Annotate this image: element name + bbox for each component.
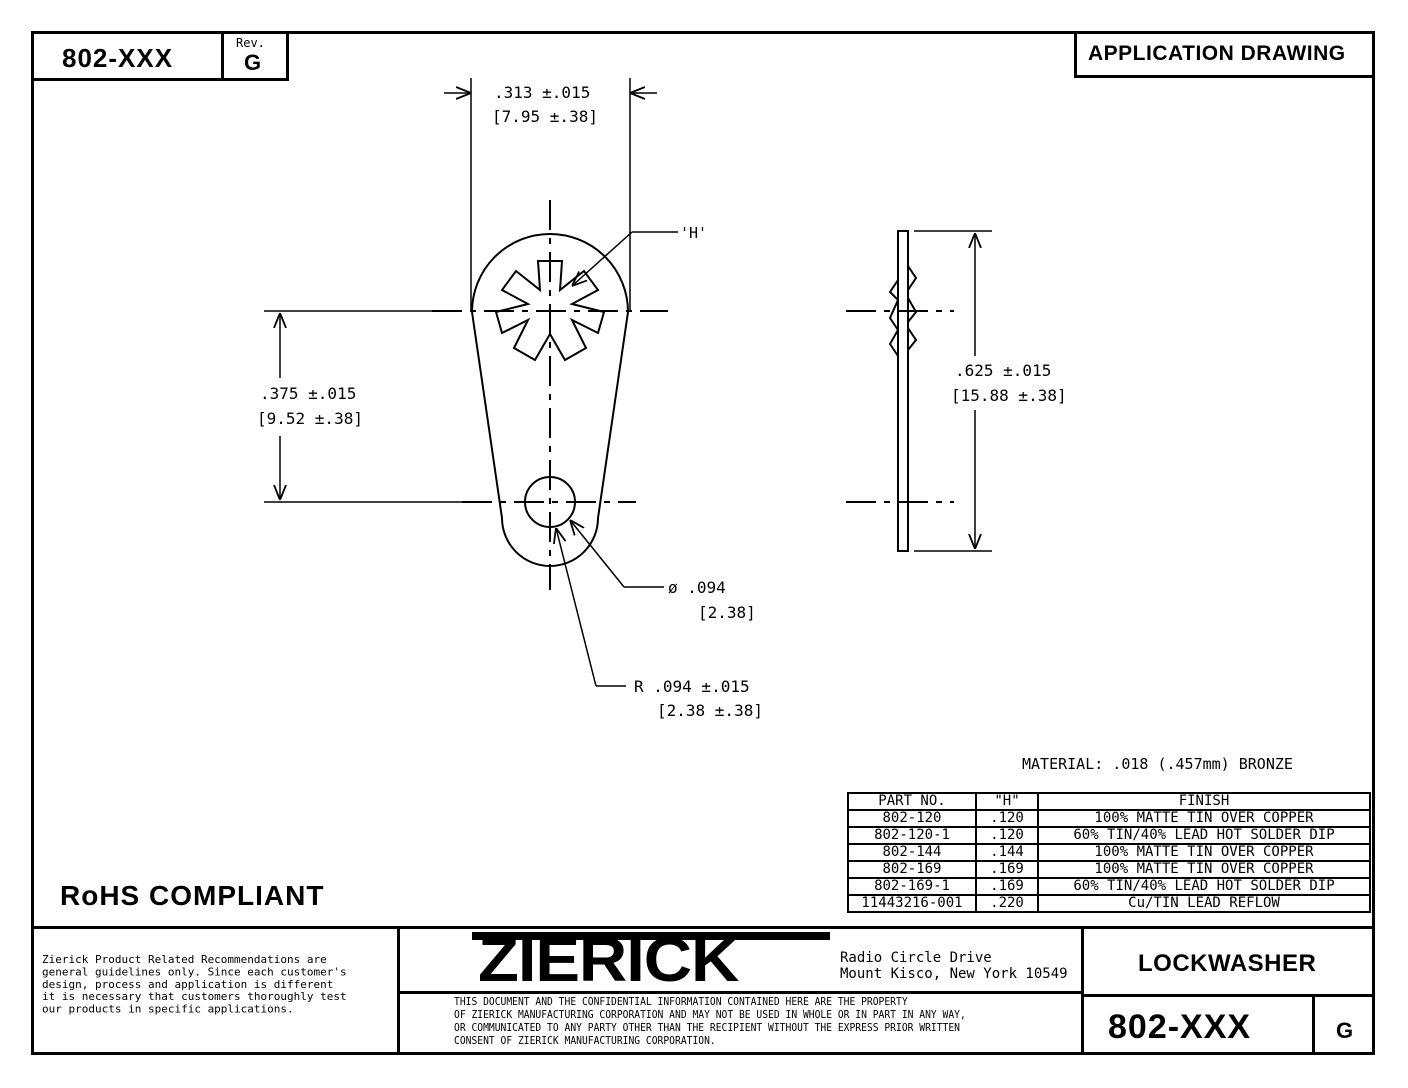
disclaimer-text: THIS DOCUMENT AND THE CONFIDENTIAL INFOR… (454, 996, 966, 1048)
disclaimer-top-line (397, 991, 1083, 994)
height-dim-in: .625 ±.015 (955, 361, 1052, 380)
company-logo: ZIERICK (478, 926, 739, 995)
rev-value-header: G (244, 50, 262, 75)
width-dim-mm: [7.95 ±.38] (492, 107, 598, 126)
cell-part-no: 802-169 (847, 860, 977, 879)
cell-finish: Cu/TIN LEAD REFLOW (1037, 894, 1371, 913)
disclaimer-line: THIS DOCUMENT AND THE CONFIDENTIAL INFOR… (454, 996, 908, 1008)
part-number-header: 802-XXX (62, 43, 174, 73)
drawing-type-box (1074, 31, 1375, 78)
drawing-frame (31, 31, 1375, 1055)
radius-dim-mm: [2.38 ±.38] (657, 701, 763, 720)
title-block-mid-line (1081, 994, 1375, 997)
rev-value-footer: G (1336, 1018, 1354, 1043)
cell-h: .169 (975, 860, 1039, 879)
rohs-label: RoHS COMPLIANT (60, 880, 325, 911)
recommendation-text: Zierick Product Related Recommendations … (42, 954, 394, 1016)
center-dim-mm: [9.52 ±.38] (257, 409, 363, 428)
table-header-row: PART NO. "H" FINISH (847, 792, 1371, 811)
material-note: MATERIAL: .018 (.457mm) BRONZE (1022, 755, 1293, 773)
disclaimer-line: OR COMMUNICATED TO ANY PARTY OTHER THAN … (454, 1022, 960, 1034)
washer-outline (470, 233, 630, 567)
recommendation-line: it is necessary that customers thoroughl… (42, 990, 347, 1004)
cell-h: .169 (975, 877, 1039, 896)
header-h: "H" (975, 792, 1039, 811)
table-row: 11443216-001 .220 Cu/TIN LEAD REFLOW (847, 894, 1371, 913)
title-block-divider (1081, 926, 1084, 1055)
cell-part-no: 802-169-1 (847, 877, 977, 896)
rev-box (221, 31, 289, 81)
cell-h: .120 (975, 826, 1039, 845)
cell-part-no: 802-120 (847, 809, 977, 828)
table-row: 802-144 .144 100% MATTE TIN OVER COPPER (847, 843, 1371, 862)
table-row: 802-120-1 .120 60% TIN/40% LEAD HOT SOLD… (847, 826, 1371, 845)
hole-dim-mm: [2.38] (698, 603, 756, 622)
tooth-hole (494, 260, 606, 362)
cell-part-no: 802-120-1 (847, 826, 977, 845)
center-dim-in: .375 ±.015 (260, 384, 357, 403)
drawing-type-label: APPLICATION DRAWING (1088, 42, 1346, 65)
disclaimer-line: CONSENT OF ZIERICK MANUFACTURING CORPORA… (454, 1035, 716, 1047)
hole-dim-in: ø .094 (668, 578, 726, 597)
rev-label: Rev. (236, 36, 265, 50)
side-view-teeth (888, 265, 918, 357)
rev-cell-divider (1312, 994, 1315, 1055)
cell-h: .220 (975, 894, 1039, 913)
cell-finish: 100% MATTE TIN OVER COPPER (1037, 809, 1371, 828)
address-line-2: Mount Kisco, New York 10549 (840, 966, 1068, 982)
recommendation-line: general guidelines only. Since each cust… (42, 965, 347, 979)
table-row: 802-169 .169 100% MATTE TIN OVER COPPER (847, 860, 1371, 879)
table-row: 802-169-1 .169 60% TIN/40% LEAD HOT SOLD… (847, 877, 1371, 896)
header-finish: FINISH (1037, 792, 1371, 811)
table-row: 802-120 .120 100% MATTE TIN OVER COPPER (847, 809, 1371, 828)
address-line-1: Radio Circle Drive (840, 950, 992, 966)
h-label: 'H' (680, 224, 708, 242)
height-dim-mm: [15.88 ±.38] (951, 386, 1067, 405)
part-title: LOCKWASHER (1138, 950, 1317, 977)
recommendation-line: Zierick Product Related Recommendations … (42, 953, 327, 966)
finish-table: PART NO. "H" FINISH 802-120 .120 100% MA… (847, 792, 1371, 913)
cell-finish: 60% TIN/40% LEAD HOT SOLDER DIP (1037, 826, 1371, 845)
header-part-no: PART NO. (847, 792, 977, 811)
part-number-footer: 802-XXX (1108, 1008, 1252, 1046)
side-view-body (897, 230, 909, 552)
cell-finish: 60% TIN/40% LEAD HOT SOLDER DIP (1037, 877, 1371, 896)
cell-part-no: 802-144 (847, 843, 977, 862)
cell-h: .144 (975, 843, 1039, 862)
logo-bar (472, 932, 830, 940)
cell-finish: 100% MATTE TIN OVER COPPER (1037, 843, 1371, 862)
cell-finish: 100% MATTE TIN OVER COPPER (1037, 860, 1371, 879)
cell-h: .120 (975, 809, 1039, 828)
cell-part-no: 11443216-001 (847, 894, 977, 913)
recommendation-line: our products in specific applications. (42, 1003, 294, 1016)
radius-dim-in: R .094 ±.015 (634, 677, 750, 696)
recommendation-line: design, process and application is diffe… (42, 978, 334, 991)
title-block-top-line (31, 926, 1375, 929)
recommendation-divider (397, 926, 400, 1055)
disclaimer-line: OF ZIERICK MANUFACTURING CORPORATION AND… (454, 1009, 966, 1021)
width-dim-in: .313 ±.015 (494, 83, 591, 102)
